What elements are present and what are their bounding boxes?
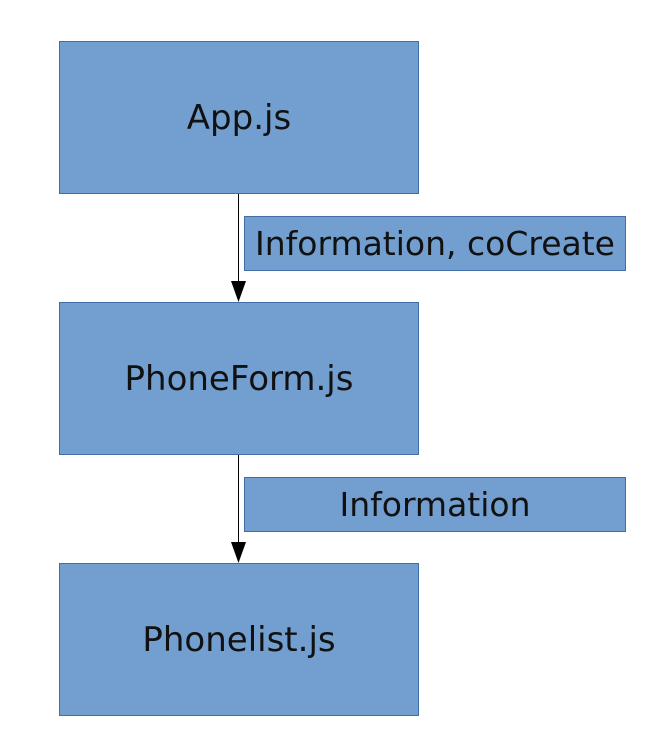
edge-app-to-phoneform-arrowhead [231, 281, 246, 302]
edge-label-information-text: Information [339, 485, 531, 524]
edge-label-information: Information [244, 477, 626, 532]
edge-phoneform-to-phonelist-arrowhead [231, 542, 246, 563]
edge-label-information-cocreate: Information, coCreate [244, 216, 626, 271]
node-phonelist-js: Phonelist.js [59, 563, 419, 716]
node-phoneform-js: PhoneForm.js [59, 302, 419, 455]
node-phonelist-js-label: Phonelist.js [142, 619, 336, 660]
node-app-js: App.js [59, 41, 419, 194]
node-phoneform-js-label: PhoneForm.js [124, 358, 354, 399]
node-app-js-label: App.js [186, 97, 292, 138]
edge-label-information-cocreate-text: Information, coCreate [255, 224, 615, 263]
